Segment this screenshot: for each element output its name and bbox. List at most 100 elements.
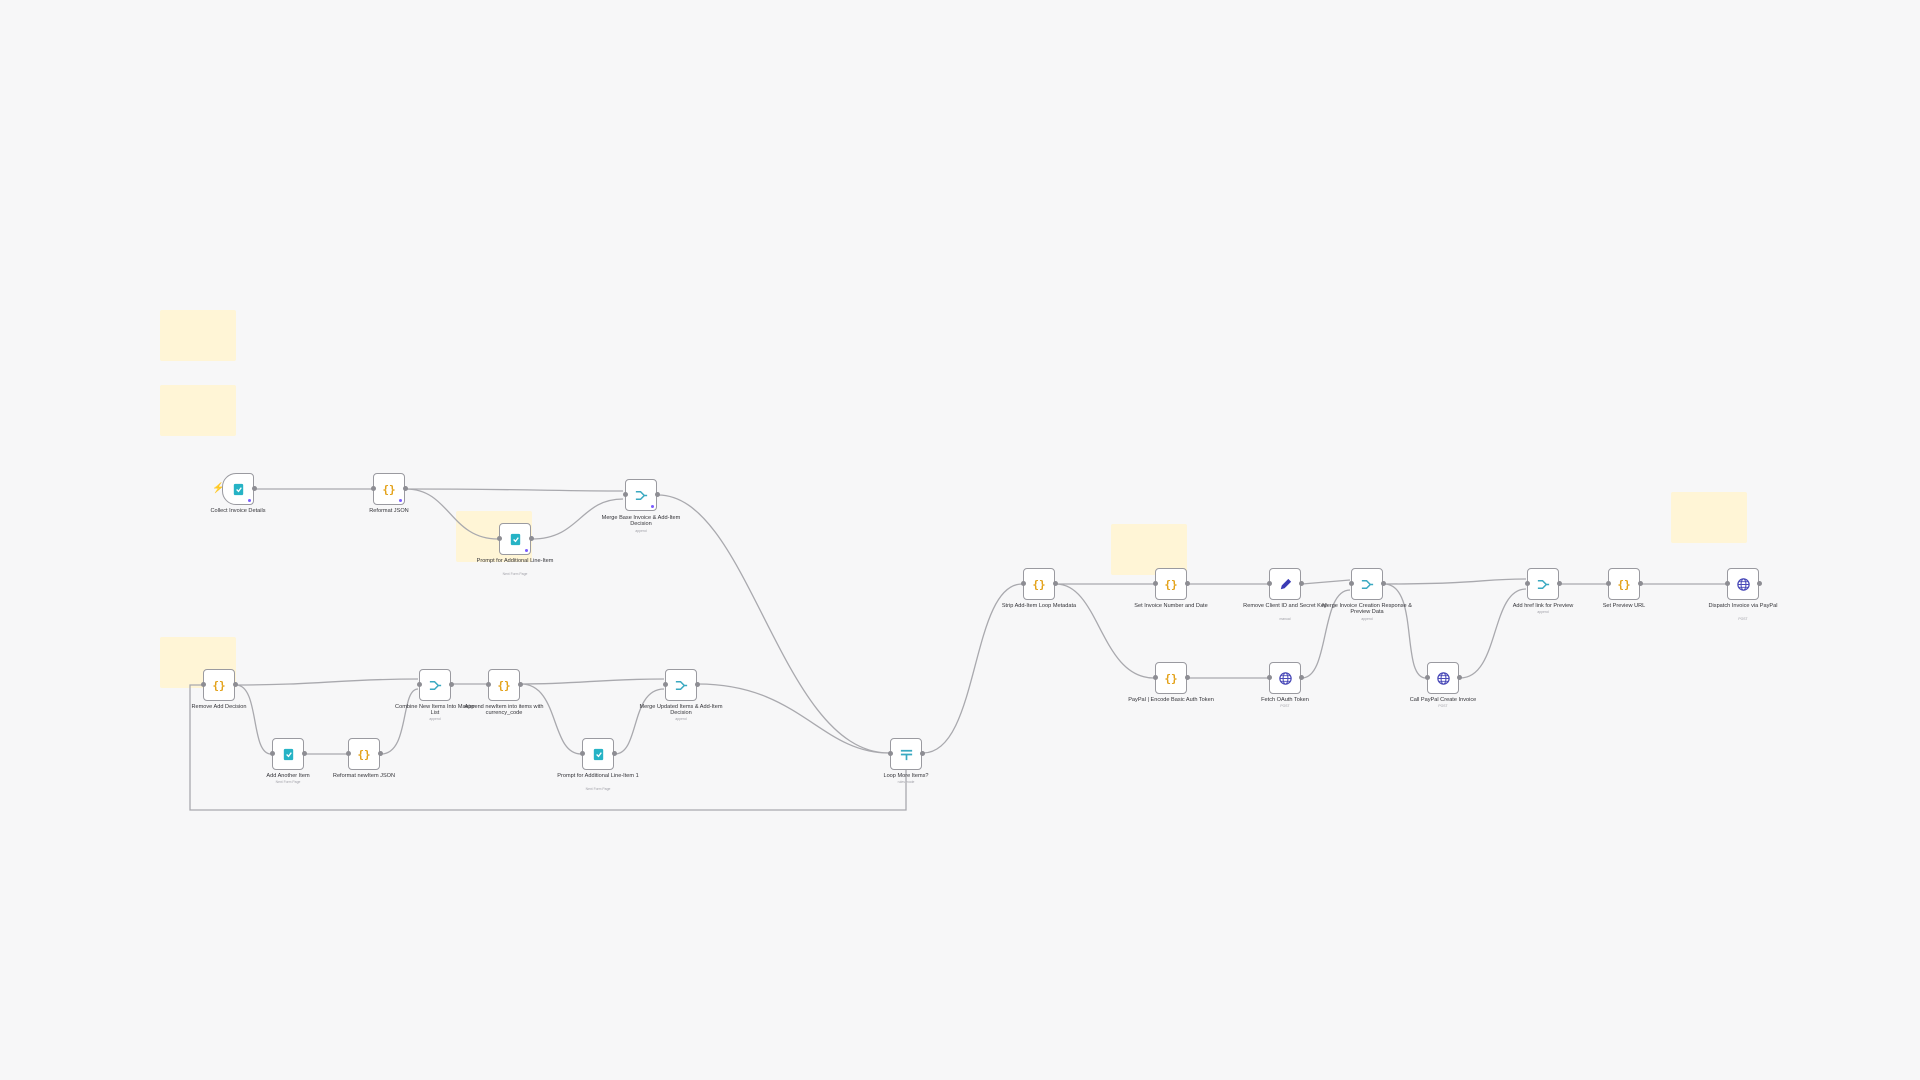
code-braces-icon: {}: [212, 678, 226, 692]
input-port[interactable]: [486, 682, 491, 687]
input-port[interactable]: [623, 492, 628, 497]
output-port[interactable]: [1457, 675, 1462, 680]
node-strip-add-item-loop[interactable]: {}: [1021, 568, 1058, 600]
node-subtitle: POST: [1280, 704, 1290, 708]
node-append-newitem[interactable]: {}: [486, 669, 523, 701]
output-port[interactable]: [1638, 581, 1643, 586]
output-port[interactable]: [1299, 581, 1304, 586]
output-port[interactable]: [1053, 581, 1058, 586]
node-reformat-json[interactable]: {}: [371, 473, 408, 505]
node-combine-new-items[interactable]: [417, 669, 454, 701]
node-merge-updated-items[interactable]: [663, 669, 700, 701]
node-label: Merge Updated Items & Add-Item Decision: [639, 704, 723, 717]
node-add-href-link[interactable]: [1525, 568, 1562, 600]
node-subtitle: append: [1361, 617, 1373, 621]
input-port[interactable]: [1606, 581, 1611, 586]
merge-icon: [1352, 569, 1382, 599]
input-port[interactable]: [371, 486, 376, 491]
node-add-another-item[interactable]: [270, 738, 307, 770]
input-port[interactable]: [580, 751, 585, 756]
node-collect-invoice-details[interactable]: [222, 473, 257, 505]
input-port[interactable]: [1425, 675, 1430, 680]
code-braces-icon: {}: [1617, 577, 1631, 591]
connection: [922, 583, 1023, 754]
input-port[interactable]: [1021, 581, 1026, 586]
output-port[interactable]: [1557, 581, 1562, 586]
form-icon: [583, 739, 613, 769]
output-port[interactable]: [403, 486, 408, 491]
node-paypal-encode-auth[interactable]: {}: [1153, 662, 1190, 694]
output-port[interactable]: [1757, 581, 1762, 586]
input-port[interactable]: [888, 751, 893, 756]
node-set-preview-url[interactable]: {}: [1606, 568, 1643, 600]
node-subtitle: append: [635, 529, 647, 533]
output-port[interactable]: [1185, 675, 1190, 680]
node-label: Set Invoice Number and Date: [1134, 603, 1208, 609]
node-prompt-additional-line-item[interactable]: [497, 523, 534, 555]
output-port[interactable]: [695, 682, 700, 687]
connection: [531, 498, 624, 540]
input-port[interactable]: [1267, 581, 1272, 586]
node-subtitle: manual: [1279, 617, 1291, 621]
output-port[interactable]: [1299, 675, 1304, 680]
node-merge-base-invoice[interactable]: [623, 479, 660, 511]
input-port[interactable]: [270, 751, 275, 756]
input-port[interactable]: [346, 751, 351, 756]
sticky-note[interactable]: [160, 310, 236, 361]
node-label: Remove Client ID and Secret Key: [1243, 603, 1327, 609]
input-port[interactable]: [1349, 581, 1354, 586]
output-port[interactable]: [1185, 581, 1190, 586]
node-fetch-oauth-token[interactable]: [1267, 662, 1304, 694]
output-port[interactable]: [529, 536, 534, 541]
input-port[interactable]: [1725, 581, 1730, 586]
output-port[interactable]: [518, 682, 523, 687]
sticky-note[interactable]: [1671, 492, 1747, 543]
input-port[interactable]: [663, 682, 668, 687]
globe-icon: [1428, 663, 1458, 693]
connection: [1301, 579, 1351, 585]
input-port[interactable]: [417, 682, 422, 687]
output-port[interactable]: [302, 751, 307, 756]
switch-icon: [891, 739, 921, 769]
node-reformat-newitem-json[interactable]: {}: [346, 738, 383, 770]
node-remove-client-id[interactable]: [1267, 568, 1304, 600]
output-port[interactable]: [920, 751, 925, 756]
node-loop-more-items[interactable]: [888, 738, 925, 770]
node-remove-add-decision[interactable]: {}: [201, 669, 238, 701]
input-port[interactable]: [1153, 675, 1158, 680]
globe-icon: [1728, 569, 1758, 599]
input-port[interactable]: [1525, 581, 1530, 586]
sticky-note[interactable]: [160, 385, 236, 436]
output-port[interactable]: [655, 492, 660, 497]
input-port[interactable]: [201, 682, 206, 687]
node-call-paypal-create[interactable]: [1425, 662, 1462, 694]
output-port[interactable]: [233, 682, 238, 687]
input-port[interactable]: [1267, 675, 1272, 680]
node-merge-invoice-creation[interactable]: [1349, 568, 1386, 600]
status-dot: [651, 505, 654, 508]
node-prompt-additional-line-item-1[interactable]: [580, 738, 617, 770]
connection: [405, 488, 624, 492]
node-label: Collect Invoice Details: [210, 508, 266, 514]
code-braces-icon: {}: [1032, 577, 1046, 591]
status-dot: [399, 499, 402, 502]
merge-icon: [666, 670, 696, 700]
code-braces-icon: {}: [1164, 577, 1178, 591]
code-braces-icon: {}: [382, 482, 396, 496]
connection: [1055, 583, 1155, 679]
output-port[interactable]: [252, 486, 257, 491]
input-port[interactable]: [1153, 581, 1158, 586]
sticky-note[interactable]: [1111, 524, 1187, 575]
output-port[interactable]: [449, 682, 454, 687]
output-port[interactable]: [612, 751, 617, 756]
node-label: Strip Add-Item Loop Metadata: [1001, 603, 1077, 609]
merge-icon: [626, 480, 656, 510]
node-set-invoice-number[interactable]: {}: [1153, 568, 1190, 600]
connection: [405, 488, 499, 540]
node-subtitle: rules mode: [897, 780, 915, 784]
output-port[interactable]: [1381, 581, 1386, 586]
output-port[interactable]: [378, 751, 383, 756]
input-port[interactable]: [497, 536, 502, 541]
node-dispatch-invoice[interactable]: [1725, 568, 1762, 600]
